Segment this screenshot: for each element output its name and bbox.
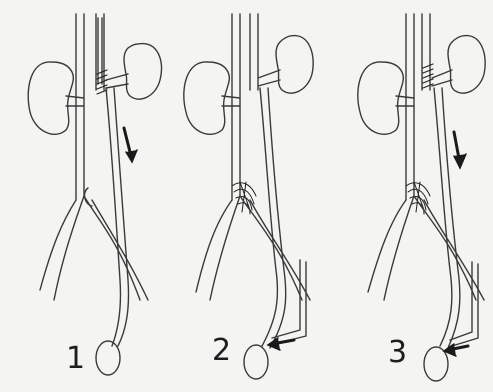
panel-label-3: 3 — [388, 335, 407, 370]
panel-label-1: 1 — [66, 341, 85, 376]
panel-label-2: 2 — [212, 333, 231, 368]
